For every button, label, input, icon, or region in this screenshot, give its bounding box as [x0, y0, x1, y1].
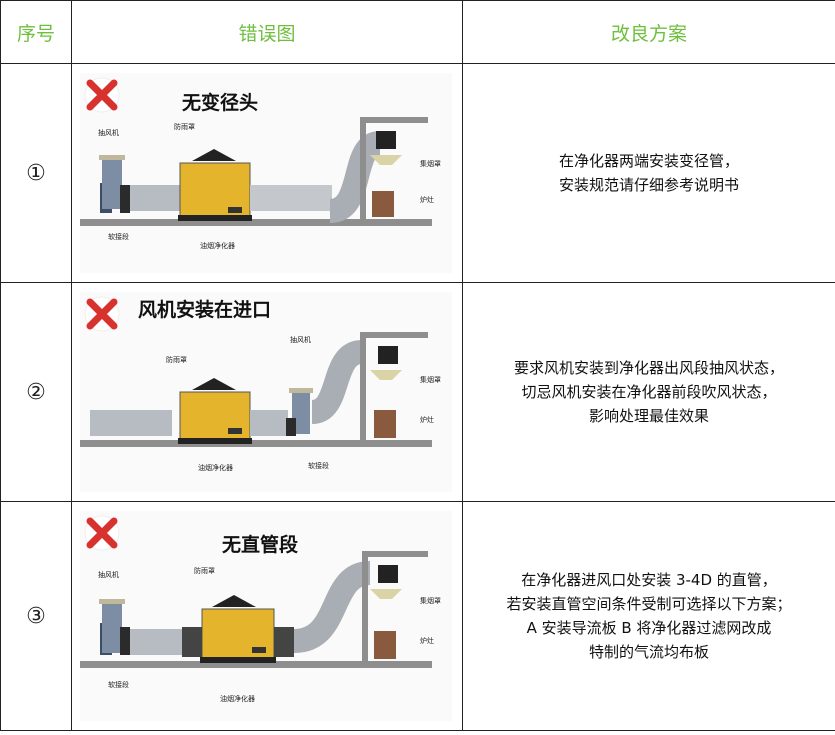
row-number: ② [0, 282, 72, 502]
cross-icon [84, 515, 120, 551]
label-stove: 炉灶 [420, 415, 434, 424]
header-row: 序号 错误图 改良方案 [0, 0, 835, 64]
table-row: ③ 无直管段 [0, 501, 835, 731]
solution-cell: 在净化器两端安装变径管， 安装规范请仔细参考说明书 [462, 63, 835, 283]
solution-cell: 在净化器进风口处安装 3-4D 的直管， 若安装直管空间条件受制可选择以下方案；… [462, 501, 835, 731]
label-fan: 抽风机 [98, 570, 119, 579]
label-hood: 集烟罩 [420, 159, 441, 168]
label-purifier: 油烟净化器 [220, 694, 255, 703]
solution-line: 安装规范请仔细参考说明书 [558, 176, 739, 194]
cross-icon [84, 77, 120, 113]
solution-line: 影响处理最佳效果 [588, 407, 709, 425]
wrong-diagram-3: 无直管段 [80, 511, 452, 721]
header-fix: 改良方案 [462, 0, 835, 64]
label-purifier: 油烟净化器 [200, 241, 235, 250]
wrong-diagram: 无直管段 [71, 501, 463, 731]
diagram-title: 无直管段 [222, 533, 299, 556]
solution-line: 切忌风机安装在净化器前段吹风状态， [521, 383, 777, 401]
label-rain: 防雨罩 [174, 122, 195, 131]
table-row: ① 无变径头 [0, 63, 835, 283]
solution-line: 要求风机安装到净化器出风段抽风状态， [513, 359, 784, 377]
label-rain: 防雨罩 [166, 355, 187, 364]
wrong-diagram: 无变径头 [71, 63, 463, 283]
solution-line: 在净化器两端安装变径管， [558, 152, 739, 170]
header-wrong: 错误图 [71, 0, 463, 64]
row-number: ① [0, 63, 72, 283]
label-stove: 炉灶 [420, 195, 434, 204]
label-rain: 防雨罩 [194, 566, 215, 575]
label-hood: 集烟罩 [420, 596, 441, 605]
label-soft: 软接段 [108, 680, 129, 689]
table-row: ② 风机安装在进口 [0, 282, 835, 502]
label-soft: 软接段 [108, 232, 129, 241]
solution-line: A 安装导流板 B 将净化器过滤网改成 [526, 619, 772, 637]
header-seq: 序号 [0, 0, 72, 64]
solution-cell: 要求风机安装到净化器出风段抽风状态， 切忌风机安装在净化器前段吹风状态， 影响处… [462, 282, 835, 502]
solution-line: 在净化器进风口处安装 3-4D 的直管， [521, 571, 777, 589]
label-fan: 抽风机 [98, 128, 119, 137]
wrong-diagram-2: 风机安装在进口 抽风机 防 [80, 292, 452, 492]
diagram-title: 无变径头 [182, 91, 258, 114]
cross-icon [84, 296, 120, 332]
label-fan: 抽风机 [290, 335, 311, 344]
wrong-diagram: 风机安装在进口 抽风机 防 [71, 282, 463, 502]
solution-line: 若安装直管空间条件受制可选择以下方案； [506, 595, 792, 613]
solution-line: 特制的气流均布板 [588, 643, 709, 661]
label-stove: 炉灶 [420, 636, 434, 645]
wrong-diagram-1: 无变径头 [80, 73, 452, 273]
label-hood: 集烟罩 [420, 375, 441, 384]
diagram-title: 风机安装在进口 [138, 298, 271, 321]
label-purifier: 油烟净化器 [198, 463, 233, 472]
label-soft: 软接段 [308, 461, 329, 470]
row-number: ③ [0, 501, 72, 731]
